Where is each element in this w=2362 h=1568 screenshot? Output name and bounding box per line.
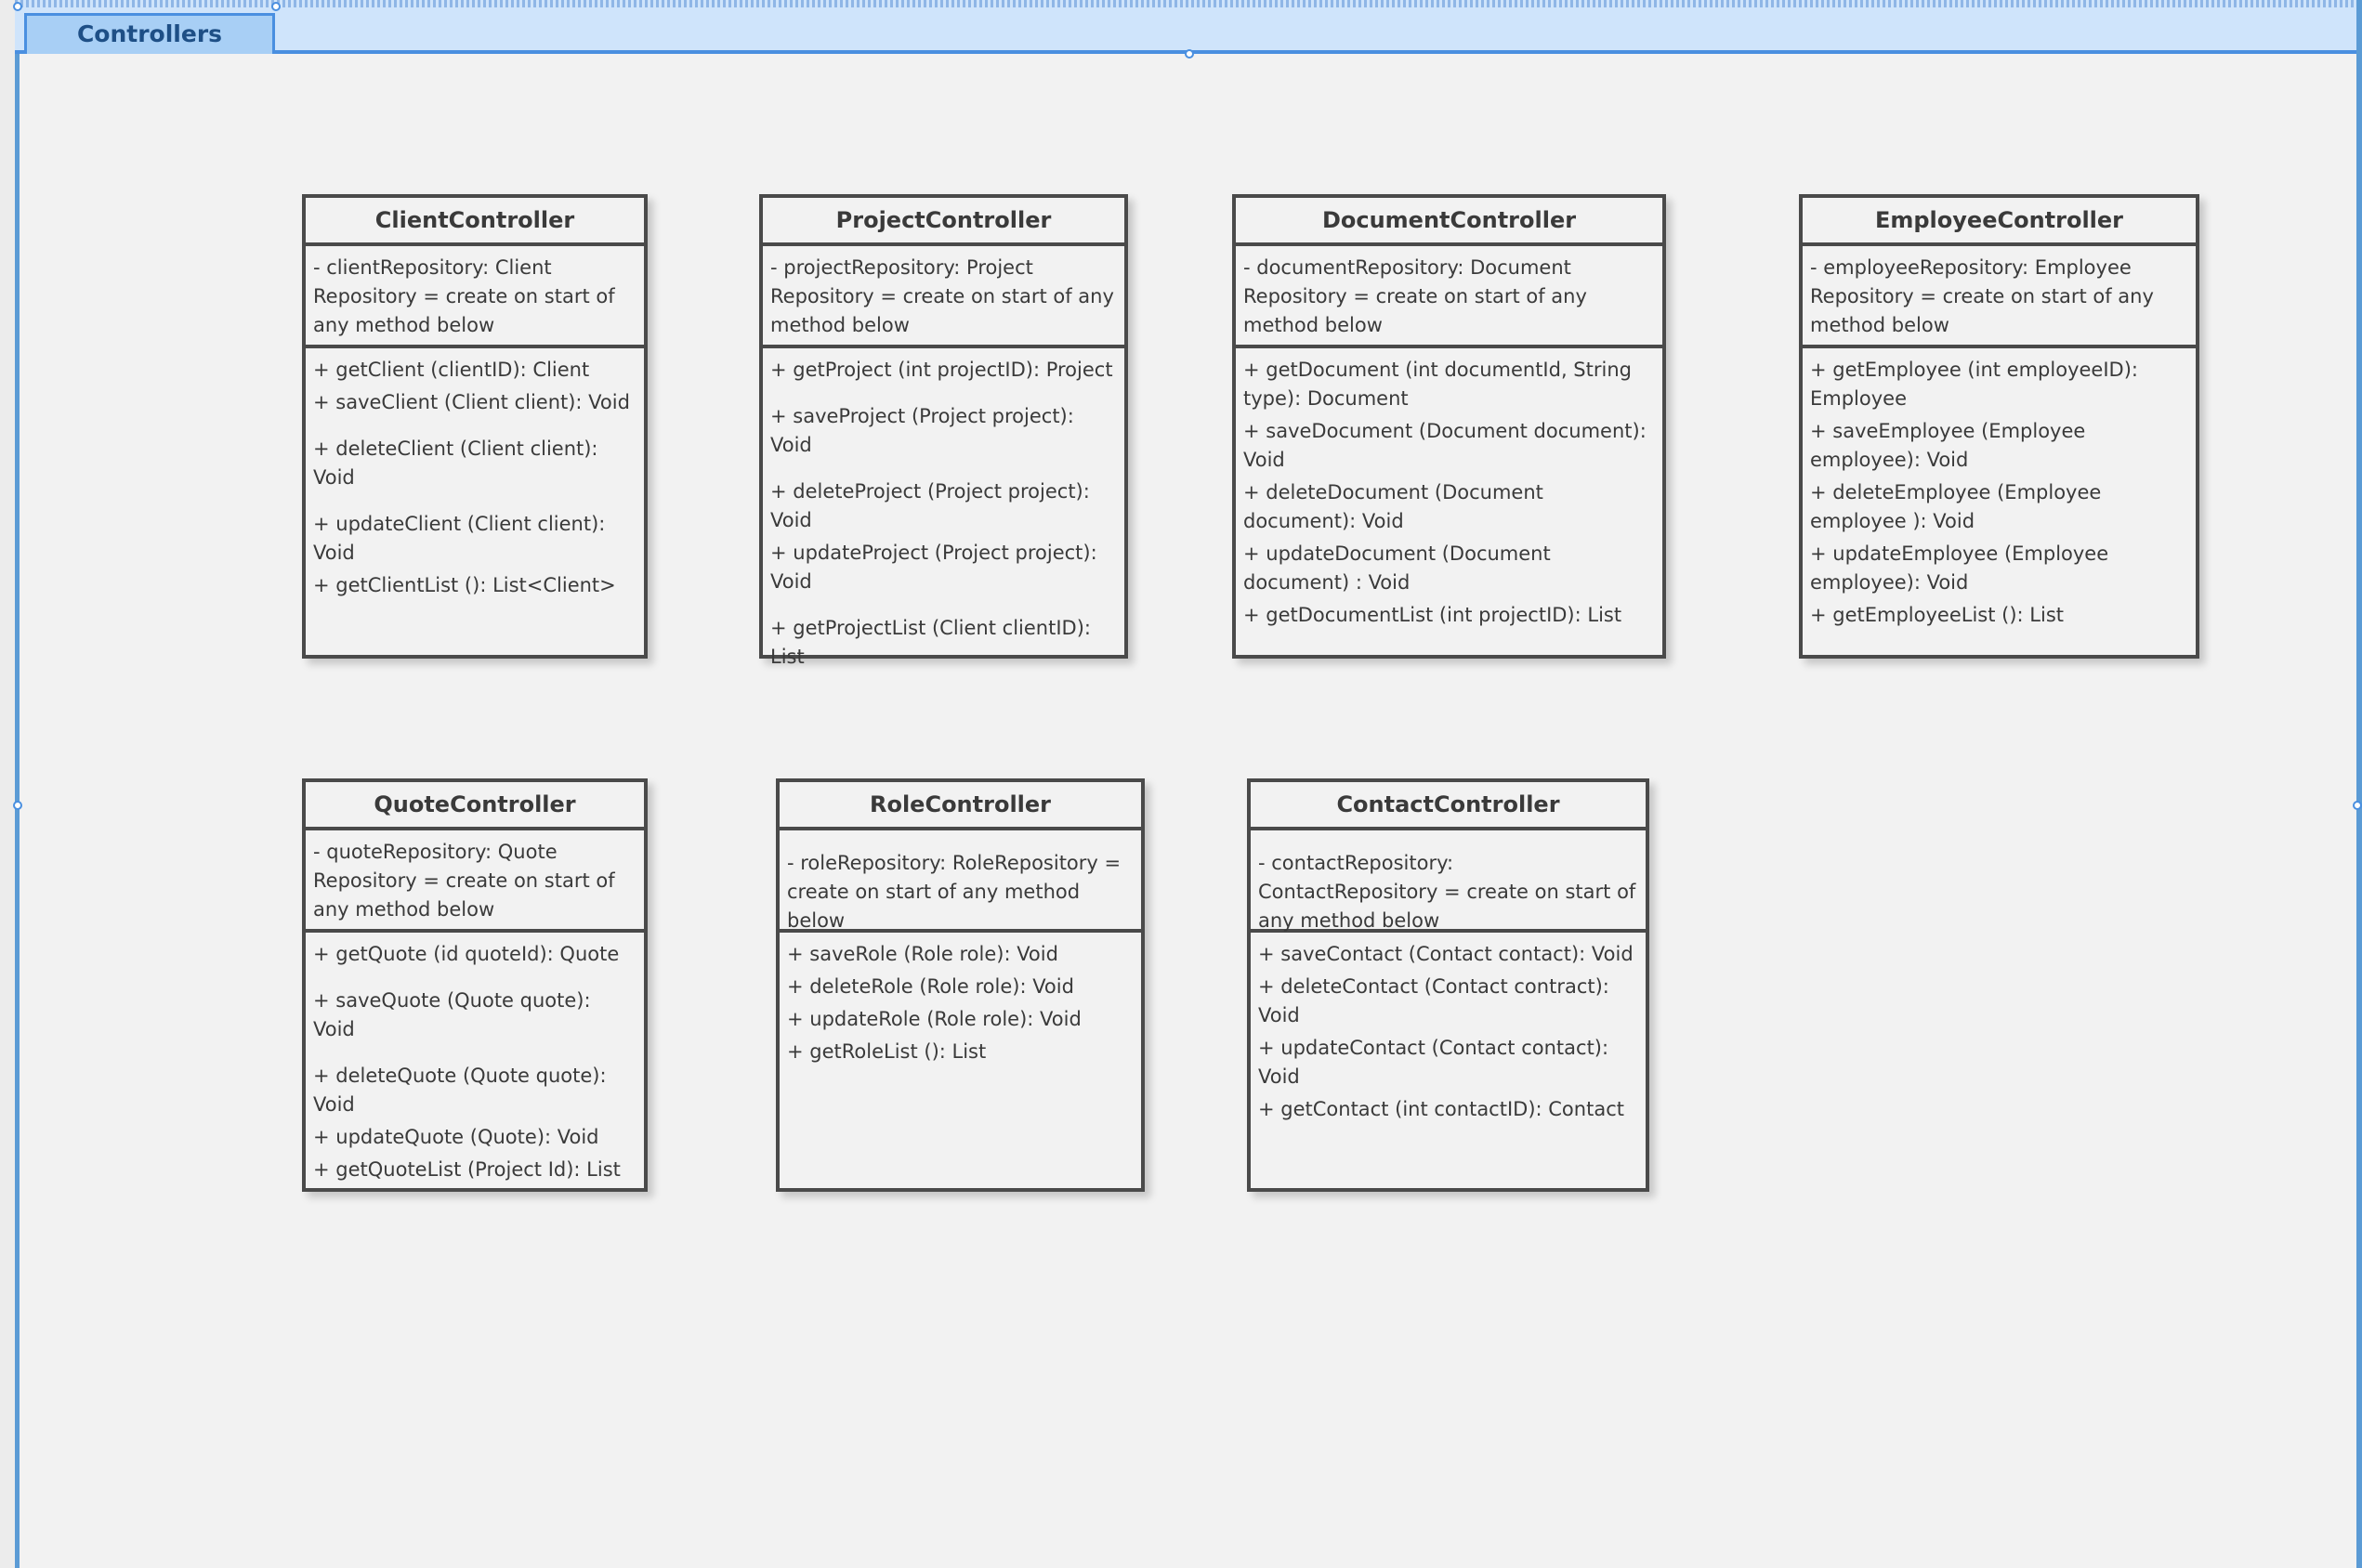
class-attributes: - quoteRepository: Quote Repository = cr… bbox=[306, 830, 644, 933]
class-box-employee-controller[interactable]: EmployeeController - employeeRepository:… bbox=[1799, 194, 2199, 659]
method-line: + getClientList (): List<Client> bbox=[313, 574, 616, 596]
method-line: + deleteClient (Client client): Void bbox=[313, 438, 598, 489]
method-line: + getEmployeeList (): List bbox=[1810, 604, 2064, 626]
resize-handle-right-middle[interactable] bbox=[2353, 801, 2362, 810]
class-name: EmployeeController bbox=[1803, 198, 2196, 246]
class-box-client-controller[interactable]: ClientController - clientRepository: Cli… bbox=[302, 194, 648, 659]
method-line: + getEmployee (int employeeID): Employee bbox=[1810, 359, 2138, 410]
method-line: + getDocument (int documentId, String ty… bbox=[1243, 359, 1632, 410]
method-line: + saveEmployee (Employee employee): Void bbox=[1810, 420, 2086, 471]
method-line: + saveQuote (Quote quote): Void bbox=[313, 989, 591, 1040]
method-line: + updateClient (Client client): Void bbox=[313, 513, 606, 564]
method-line: + getProjectList (Client clientID): List bbox=[770, 617, 1091, 668]
class-attributes: - documentRepository: Document Repositor… bbox=[1236, 246, 1662, 348]
class-attributes: - roleRepository: RoleRepository = creat… bbox=[780, 830, 1141, 933]
frame-header-band[interactable] bbox=[15, 0, 2362, 54]
class-attributes: - employeeRepository: Employee Repositor… bbox=[1803, 246, 2196, 348]
class-name: QuoteController bbox=[306, 782, 644, 830]
frame-title-tab[interactable]: Controllers bbox=[24, 13, 275, 54]
method-line: + getQuoteList (Project Id): List bbox=[313, 1158, 621, 1181]
method-line: + getContact (int contactID): Contact bbox=[1258, 1098, 1624, 1120]
class-methods: + getClient (clientID): Client + saveCli… bbox=[306, 348, 644, 606]
resize-handle-left-middle[interactable] bbox=[13, 801, 22, 810]
method-line: + saveClient (Client client): Void bbox=[313, 391, 630, 413]
method-line: + updateEmployee (Employee employee): Vo… bbox=[1810, 542, 2109, 594]
class-box-project-controller[interactable]: ProjectController - projectRepository: P… bbox=[759, 194, 1128, 668]
class-name: RoleController bbox=[780, 782, 1141, 830]
method-line: + getRoleList (): List bbox=[787, 1040, 987, 1063]
method-line: + saveDocument (Document document): Void bbox=[1243, 420, 1647, 471]
class-methods: + saveContact (Contact contact): Void + … bbox=[1251, 933, 1646, 1130]
method-line: + updateDocument (Document document) : V… bbox=[1243, 542, 1551, 594]
method-line: + updateContact (Contact contact): Void bbox=[1258, 1037, 1609, 1088]
class-name: ContactController bbox=[1251, 782, 1646, 830]
method-line: + getQuote (id quoteId): Quote bbox=[313, 943, 620, 965]
class-box-contact-controller[interactable]: ContactController - contactRepository: C… bbox=[1247, 778, 1649, 1192]
class-methods: + getEmployee (int employeeID): Employee… bbox=[1803, 348, 2196, 635]
class-box-document-controller[interactable]: DocumentController - documentRepository:… bbox=[1232, 194, 1666, 659]
method-line: + getProject (int projectID): Project bbox=[770, 359, 1113, 381]
method-line: + saveProject (Project project): Void bbox=[770, 405, 1074, 456]
attribute-line: - contactRepository: ContactRepository =… bbox=[1258, 852, 1636, 932]
attribute-line: - projectRepository: Project Repository … bbox=[770, 256, 1114, 336]
frame-header-hatch bbox=[15, 0, 2362, 7]
method-line: + updateProject (Project project): Void bbox=[770, 542, 1097, 593]
class-methods: + getDocument (int documentId, String ty… bbox=[1236, 348, 1662, 635]
attribute-line: - employeeRepository: Employee Repositor… bbox=[1810, 256, 2154, 336]
class-box-quote-controller[interactable]: QuoteController - quoteRepository: Quote… bbox=[302, 778, 648, 1192]
method-line: + deleteProject (Project project): Void bbox=[770, 480, 1090, 531]
method-line: + deleteContact (Contact contract): Void bbox=[1258, 975, 1609, 1026]
class-attributes: - clientRepository: Client Repository = … bbox=[306, 246, 644, 348]
left-gutter bbox=[0, 0, 16, 1568]
frame-right-border bbox=[2356, 0, 2362, 1568]
class-name: ClientController bbox=[306, 198, 644, 246]
attribute-line: - documentRepository: Document Repositor… bbox=[1243, 256, 1587, 336]
attribute-line: - roleRepository: RoleRepository = creat… bbox=[787, 852, 1122, 932]
method-line: + deleteDocument (Document document): Vo… bbox=[1243, 481, 1543, 532]
attribute-line: - quoteRepository: Quote Repository = cr… bbox=[313, 841, 615, 921]
method-line: + deleteQuote (Quote quote): Void bbox=[313, 1065, 607, 1116]
class-box-role-controller[interactable]: RoleController - roleRepository: RoleRep… bbox=[776, 778, 1145, 1192]
method-line: + deleteEmployee (Employee employee ): V… bbox=[1810, 481, 2102, 532]
class-attributes: - contactRepository: ContactRepository =… bbox=[1251, 830, 1646, 933]
class-methods: + getProject (int projectID): Project + … bbox=[763, 348, 1124, 677]
method-line: + saveContact (Contact contact): Void bbox=[1258, 943, 1634, 965]
class-methods: + saveRole (Role role): Void + deleteRol… bbox=[780, 933, 1141, 1072]
resize-handle-top-center[interactable] bbox=[1185, 49, 1194, 59]
method-line: + getClient (clientID): Client bbox=[313, 359, 590, 381]
class-attributes: - projectRepository: Project Repository … bbox=[763, 246, 1124, 348]
resize-handle-tab-right[interactable] bbox=[271, 2, 281, 11]
method-line: + deleteRole (Role role): Void bbox=[787, 975, 1074, 998]
frame-left-border bbox=[15, 0, 20, 1568]
method-line: + saveRole (Role role): Void bbox=[787, 943, 1058, 965]
resize-handle-top-left[interactable] bbox=[13, 2, 22, 11]
method-line: + updateRole (Role role): Void bbox=[787, 1008, 1082, 1030]
method-line: + updateQuote (Quote): Void bbox=[313, 1126, 599, 1148]
class-name: ProjectController bbox=[763, 198, 1124, 246]
class-name: DocumentController bbox=[1236, 198, 1662, 246]
method-line: + getDocumentList (int projectID): List bbox=[1243, 604, 1622, 626]
class-methods: + getQuote (id quoteId): Quote + saveQuo… bbox=[306, 933, 644, 1190]
attribute-line: - clientRepository: Client Repository = … bbox=[313, 256, 615, 336]
